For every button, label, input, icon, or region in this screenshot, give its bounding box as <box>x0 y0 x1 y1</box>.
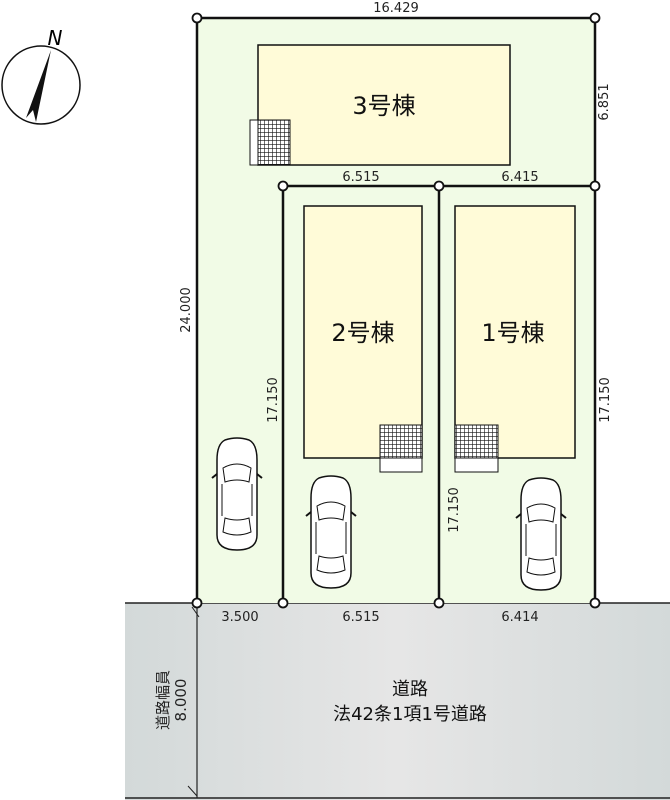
house-3-label: 3号棟 <box>352 92 415 120</box>
dim-lot1-left: 17.150 <box>447 487 462 533</box>
north-compass: N <box>1 26 81 125</box>
road-area <box>125 603 670 800</box>
dim-lot1-right: 17.150 <box>598 377 613 423</box>
dim-right-upper: 6.851 <box>597 83 612 120</box>
dim-top: 16.429 <box>373 1 419 16</box>
dim-front-access: 3.500 <box>221 610 258 625</box>
entrance-1 <box>454 424 499 459</box>
house-3 <box>257 44 511 166</box>
dim-lot2-left: 17.150 <box>266 377 281 423</box>
parking-car-3 <box>211 437 263 551</box>
house-1-label: 1号棟 <box>481 319 544 347</box>
dim-front-lot1: 6.414 <box>501 610 538 625</box>
dim-left: 24.000 <box>179 287 194 333</box>
dim-lot2-top: 6.515 <box>342 170 379 185</box>
house-2 <box>303 205 423 459</box>
compass-icon <box>1 45 81 125</box>
house-1 <box>454 205 576 459</box>
boundary-markers <box>191 12 601 609</box>
road-width-label: 道路幅員 <box>154 670 172 730</box>
parking-car-2 <box>305 475 357 589</box>
north-label: N <box>48 26 63 50</box>
road-title: 道路 <box>392 679 428 700</box>
parking-car-1 <box>515 477 567 591</box>
road-type: 法42条1項1号道路 <box>333 704 487 725</box>
dim-lot1-top: 6.415 <box>501 170 538 185</box>
road-width-value: 8.000 <box>172 679 190 722</box>
entrance-2 <box>379 424 423 459</box>
dim-front-lot2: 6.515 <box>342 610 379 625</box>
house-2-label: 2号棟 <box>331 319 394 347</box>
